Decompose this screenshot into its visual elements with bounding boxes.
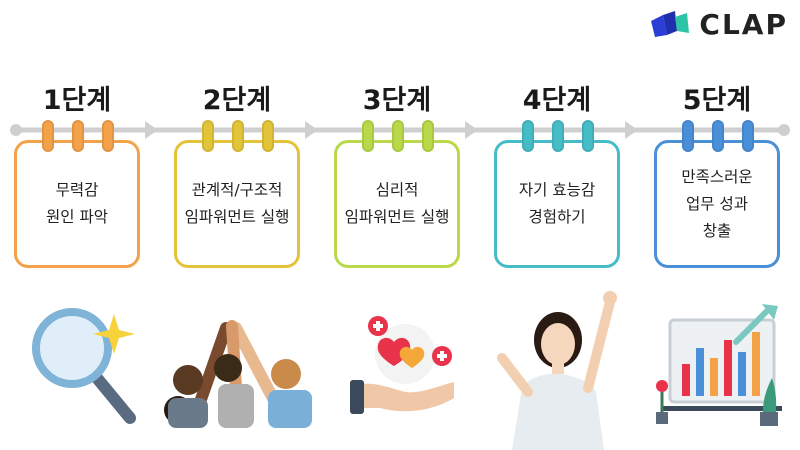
step-5-label: 5단계 <box>682 85 752 116</box>
step-5-text: 만족스러운 업무 성과 창출 <box>681 167 753 240</box>
binder-ring <box>552 120 564 152</box>
step-3-label: 3단계 <box>362 85 432 116</box>
step-4-card: 자기 효능감 경험하기 <box>494 140 620 268</box>
binder-ring <box>682 120 694 152</box>
arrow-right-icon <box>305 121 318 139</box>
clap-logo: CLAP <box>649 8 788 41</box>
step-1-label: 1단계 <box>42 85 112 116</box>
step-2-card: 관계적/구조적 임파워먼트 실행 <box>174 140 300 268</box>
binder-ring <box>232 120 244 152</box>
binder-ring <box>262 120 274 152</box>
cheering-woman-icon <box>497 291 617 450</box>
binder-ring <box>392 120 404 152</box>
step-1-card: 무력감 원인 파악 <box>14 140 140 268</box>
magnifier-sparkle-icon <box>32 308 136 424</box>
binder-ring <box>102 120 114 152</box>
binder-ring <box>522 120 534 152</box>
step-4-text: 자기 효능감 경험하기 <box>518 181 596 226</box>
arrow-right-icon <box>145 121 158 139</box>
logo-text: CLAP <box>699 8 788 41</box>
team-high-five-icon <box>164 320 312 428</box>
binder-ring <box>72 120 84 152</box>
clap-logo-icon <box>651 10 690 37</box>
arrow-right-icon <box>465 121 478 139</box>
binder-ring <box>42 120 54 152</box>
binder-ring <box>712 120 724 152</box>
binder-ring <box>742 120 754 152</box>
binder-ring <box>202 120 214 152</box>
binder-ring <box>582 120 594 152</box>
step-2-label: 2단계 <box>202 85 272 116</box>
step-3-text: 심리적 임파워먼트 실행 <box>344 181 450 226</box>
step-2-text: 관계적/구조적 임파워먼트 실행 <box>184 181 290 226</box>
arrow-right-icon <box>625 121 638 139</box>
step-4-label: 4단계 <box>522 85 592 116</box>
step-3-card: 심리적 임파워먼트 실행 <box>334 140 460 268</box>
growth-chart-icon <box>656 304 782 426</box>
hand-hearts-icon <box>350 316 454 414</box>
binder-ring <box>362 120 374 152</box>
step-5-card: 만족스러운 업무 성과 창출 <box>654 140 780 268</box>
binder-ring <box>422 120 434 152</box>
step-1-text: 무력감 원인 파악 <box>46 181 108 226</box>
